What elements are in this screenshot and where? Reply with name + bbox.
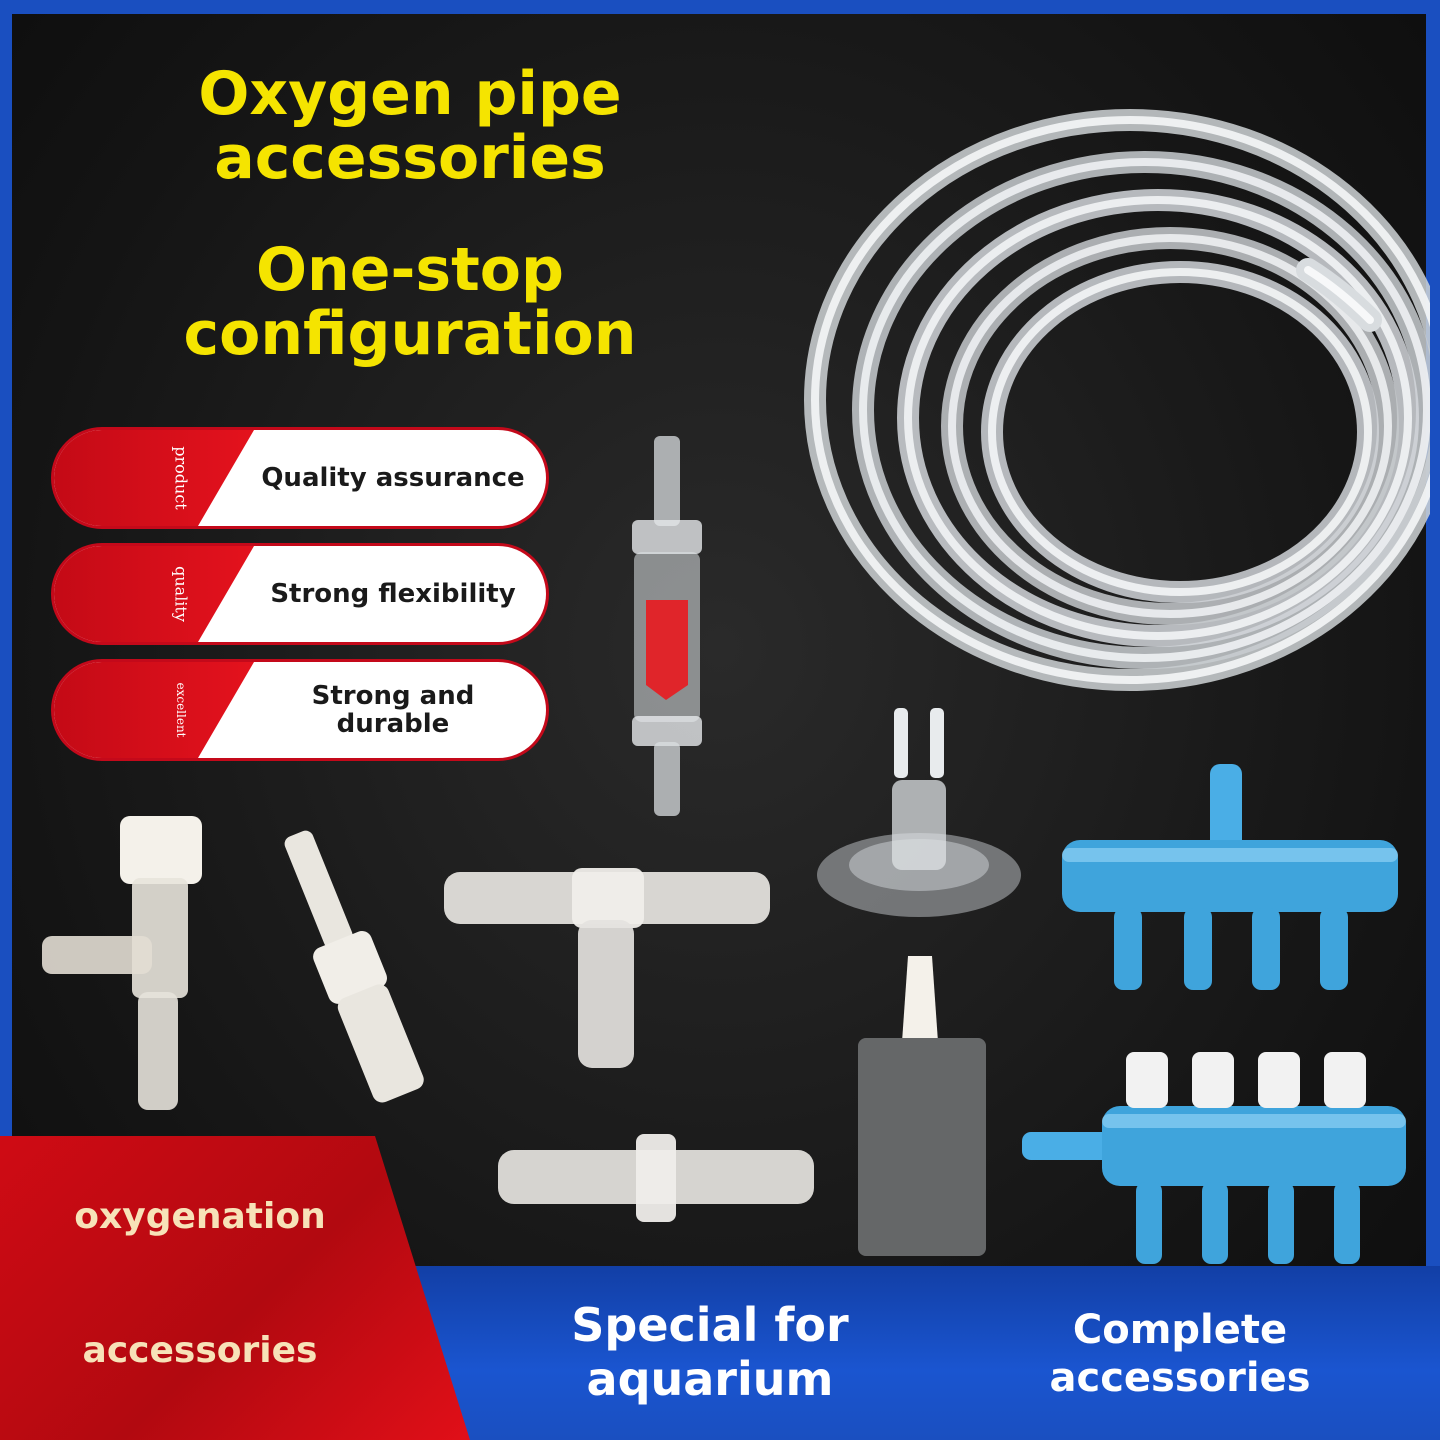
blue-4-way-manifold-image: [1062, 764, 1398, 990]
t-connector-image: [444, 868, 770, 1068]
banner-accessories-label: accessories: [82, 1330, 318, 1371]
badge-text: Strong flexibility: [270, 579, 516, 609]
control-valve-image: [42, 816, 202, 1110]
frame-left-border: [0, 0, 12, 1440]
feature-badge-quality: product Quality assurance: [54, 430, 546, 526]
frame-top-border: [0, 0, 1440, 14]
badge-vertical-label: excellent: [174, 682, 188, 738]
headline-oxygen-pipe: Oxygen pipe accessories: [198, 59, 622, 193]
blue-valve-manifold-image: [1022, 1052, 1406, 1264]
reducer-connector-image: [284, 830, 424, 1103]
straight-connector-image: [498, 1134, 814, 1222]
badge-text: Quality assurance: [261, 463, 525, 493]
badge-text: Strong and durable: [311, 681, 475, 739]
coiled-air-tubing-image: [804, 109, 1430, 691]
badge-vertical-label: quality: [171, 566, 191, 622]
bottom-red-banner: [0, 1136, 470, 1440]
feature-badge-durable: excellent Strong and durable: [54, 662, 546, 758]
suction-cup-clip-image: [817, 708, 1021, 917]
check-valve-image: [632, 436, 702, 816]
banner-complete-accessories-label: Complete accessories: [1049, 1307, 1311, 1401]
feature-badge-flexibility: quality Strong flexibility: [54, 546, 546, 642]
badge-red-tab: [54, 430, 254, 526]
banner-oxygenation-label: oxygenation: [74, 1196, 326, 1237]
badge-red-tab: [54, 546, 254, 642]
air-stone-image: [858, 956, 986, 1256]
badge-red-tab: [54, 662, 254, 758]
badge-vertical-label: product: [171, 446, 191, 510]
banner-special-aquarium-label: Special for aquarium: [571, 1298, 849, 1406]
headline-one-stop: One-stop configuration: [183, 235, 637, 369]
